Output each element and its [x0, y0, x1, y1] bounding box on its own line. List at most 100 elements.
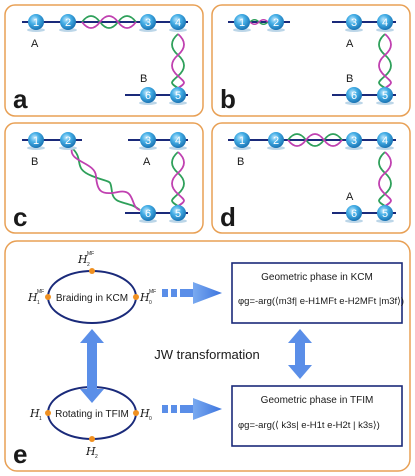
svg-text:1: 1: [239, 135, 245, 147]
svg-text:3: 3: [145, 135, 151, 147]
panel-d-frame: [211, 122, 411, 234]
node-5: 5: [169, 205, 187, 223]
node-2: 2: [267, 132, 285, 150]
svg-text:MF: MF: [37, 289, 44, 295]
svg-text:5: 5: [175, 208, 181, 220]
svg-text:2: 2: [65, 17, 71, 29]
svg-text:5: 5: [175, 90, 181, 102]
tfim-phase-box: Geometric phase in TFIM φg=-arg(⟨ k3s| e…: [231, 385, 403, 447]
strand-magenta-ab: [81, 15, 137, 29]
panel-b-frame: [211, 4, 411, 117]
panel-letter-e: e: [13, 439, 27, 469]
strand-green-ab: [287, 133, 343, 147]
svg-text:MF: MF: [87, 251, 94, 257]
tfim-point-h0: [133, 410, 139, 416]
panel-letter-d: d: [220, 202, 236, 232]
tfim-box-title: Geometric phase in TFIM: [261, 395, 374, 406]
node-2: 2: [267, 14, 285, 32]
panel-e-frame: [4, 240, 411, 472]
node-4: 4: [376, 14, 394, 32]
label-A: A: [31, 38, 39, 50]
svg-text:MF: MF: [149, 289, 156, 295]
node-6: 6: [345, 205, 363, 223]
node-1: 1: [233, 132, 251, 150]
label-B: B: [140, 73, 147, 85]
tfim-point-h2: [89, 436, 95, 442]
svg-text:1: 1: [33, 17, 39, 29]
svg-text:3: 3: [145, 17, 151, 29]
svg-text:0: 0: [149, 300, 152, 306]
panel-d: 1 2 3 4 5 6 B A d: [211, 122, 411, 234]
strand-green-v: [378, 33, 392, 89]
svg-text:6: 6: [351, 208, 357, 220]
svg-text:2: 2: [95, 454, 98, 460]
strand-green-v: [378, 151, 392, 207]
kcm-point-h2: [89, 268, 95, 274]
strand-magenta-ab: [287, 133, 343, 147]
svg-text:3: 3: [351, 135, 357, 147]
svg-text:0: 0: [149, 416, 152, 422]
node-2: 2: [59, 132, 77, 150]
kcm-h0-label: H 0 MF: [139, 289, 156, 306]
svg-text:4: 4: [382, 17, 388, 29]
svg-text:H: H: [85, 445, 96, 458]
arrow-tfim-to-box: [162, 398, 222, 420]
svg-text:5: 5: [382, 208, 388, 220]
svg-text:3: 3: [351, 17, 357, 29]
node-5: 5: [169, 87, 187, 105]
svg-text:H: H: [139, 291, 150, 304]
kcm-point-h0: [133, 294, 139, 300]
svg-text:2: 2: [273, 17, 279, 29]
kcm-box-title: Geometric phase in KCM: [261, 272, 373, 283]
node-6: 6: [139, 205, 157, 223]
svg-text:6: 6: [351, 90, 357, 102]
label-A: A: [346, 38, 354, 50]
svg-text:H: H: [29, 407, 40, 420]
svg-text:1: 1: [39, 416, 42, 422]
node-5: 5: [376, 205, 394, 223]
node-4: 4: [376, 132, 394, 150]
node-3: 3: [139, 14, 157, 32]
panel-letter-b: b: [220, 84, 236, 114]
node-3: 3: [345, 132, 363, 150]
node-4: 4: [169, 132, 187, 150]
panel-a: 1 2 3 4 5 6 A B a: [4, 4, 204, 117]
kcm-formula: φg=-arg(⟨m3f| e-H1MFt e-H2MFt |m3f⟩): [238, 296, 404, 307]
label-A: A: [346, 191, 354, 203]
label-B: B: [31, 156, 38, 168]
strand-green-v: [171, 33, 185, 89]
strand-magenta-v: [378, 33, 392, 89]
strand-magenta-short: [249, 19, 269, 25]
svg-text:5: 5: [382, 90, 388, 102]
strand-magenta-diag: [70, 147, 141, 211]
svg-text:1: 1: [33, 135, 39, 147]
svg-text:H: H: [77, 253, 88, 266]
node-3: 3: [345, 14, 363, 32]
arrow-kcm-to-box: [162, 282, 222, 304]
kcm-h2-label: H 2 MF: [77, 251, 94, 268]
svg-text:H: H: [139, 407, 150, 420]
label-B: B: [346, 73, 353, 85]
tfim-h1-label: H 1: [29, 407, 42, 422]
kcm-h1-label: H 1 MF: [27, 289, 44, 306]
panel-letter-a: a: [13, 84, 28, 114]
node-2: 2: [59, 14, 77, 32]
svg-text:2: 2: [65, 135, 71, 147]
node-6: 6: [345, 87, 363, 105]
panel-a-frame: [4, 4, 204, 117]
node-3: 3: [139, 132, 157, 150]
braiding-label: Braiding in KCM: [56, 293, 128, 304]
svg-text:1: 1: [37, 300, 40, 306]
kcm-point-h1: [45, 294, 51, 300]
strand-magenta-v: [171, 33, 185, 89]
svg-text:H: H: [27, 291, 38, 304]
svg-text:4: 4: [382, 135, 388, 147]
node-5: 5: [376, 87, 394, 105]
strand-magenta-v: [378, 151, 392, 207]
panel-b: 1 2 3 4 5 6 A B b: [211, 4, 411, 117]
label-B: B: [237, 156, 244, 168]
double-arrow-left: [80, 329, 104, 403]
panel-letter-c: c: [13, 202, 27, 232]
strand-magenta-v: [171, 151, 185, 207]
svg-text:6: 6: [145, 208, 151, 220]
